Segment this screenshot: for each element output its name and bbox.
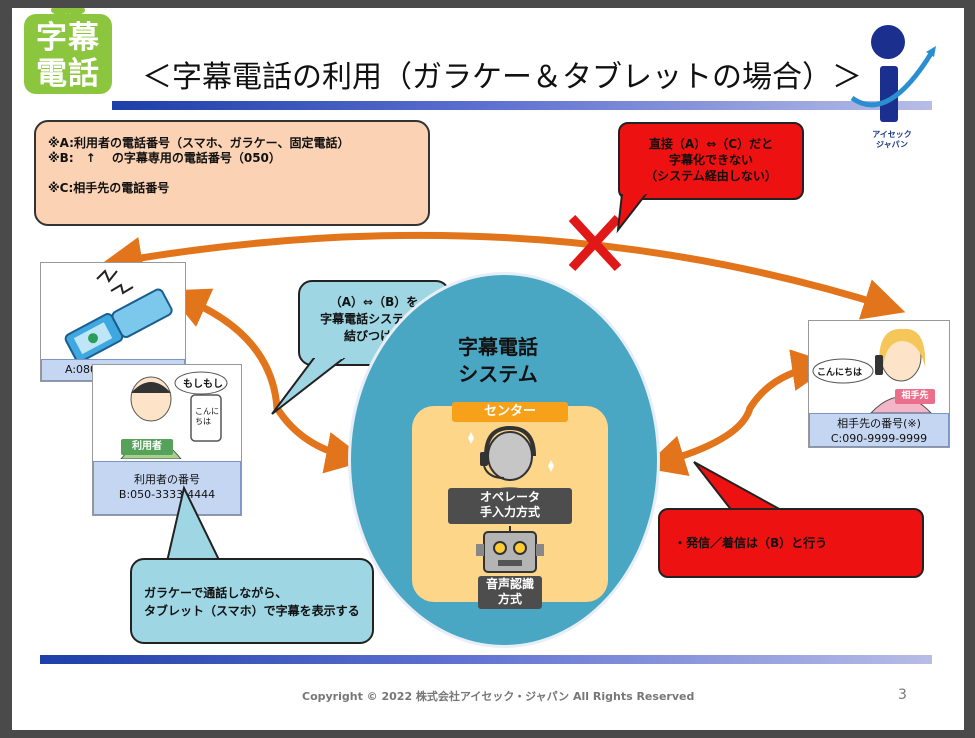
tablet-line1: ガラケーで通話しながら、 <box>144 586 288 600</box>
link-line1: （A）⇔（B）を <box>329 295 419 309</box>
user-badge: 利用者 <box>121 439 173 455</box>
link-balloon-pointer <box>271 358 346 415</box>
operator-icon <box>468 425 554 498</box>
warning-line2: 字幕化できない <box>668 153 753 167</box>
system-title-line2: システム <box>458 362 538 386</box>
note-b: ※B: ↑ の字幕専用の電話番号（050） <box>48 151 281 165</box>
tablet-line2: タブレット（スマホ）で字幕を表示する <box>144 604 360 618</box>
sprout-icon <box>51 8 85 24</box>
operator-line1: オペレータ <box>479 490 540 504</box>
warning-line3: （システム経由しない） <box>645 169 777 183</box>
brand-line1: アイセック <box>872 130 912 139</box>
user-speech: もしもし <box>183 379 223 390</box>
user-caption-line1: 利用者の番号 <box>134 473 200 486</box>
tablet-balloon: ガラケーで通話しながら、 タブレット（スマホ）で字幕を表示する <box>130 558 374 644</box>
app-logo: 字幕 電話 <box>24 14 112 94</box>
system-title: 字幕電話 システム <box>458 334 538 388</box>
direct-arrow <box>100 231 906 320</box>
user-card: もしもし こんにちは 利用者 利用者の番号 B:050-3333-4444 <box>92 364 242 516</box>
connection-arrows <box>100 214 906 476</box>
voice-line1: 音声認識 <box>485 577 534 591</box>
logo-line2: 電話 <box>36 56 100 92</box>
page-number: 3 <box>898 687 907 703</box>
brand-line2: ジャパン <box>876 140 908 149</box>
user-number-caption: 利用者の番号 B:050-3333-4444 <box>93 461 241 515</box>
system-title-line1: 字幕電話 <box>458 335 538 359</box>
partner-speech: こんにちは <box>817 368 863 378</box>
partner-caption-line2: C:090-9999-9999 <box>830 432 928 445</box>
tablet-text: こんにちは <box>195 407 219 426</box>
operator-label: オペレータ 手入力方式 <box>448 488 572 524</box>
legend-notes: ※A:利用者の電話番号（スマホ、ガラケー、固定電話） ※B: ↑ の字幕専用の電… <box>34 120 430 226</box>
logo-line1: 字幕 <box>36 20 100 56</box>
brand-logo-icon <box>850 25 936 122</box>
note-a: ※A:利用者の電話番号（スマホ、ガラケー、固定電話） <box>48 136 350 150</box>
warning-pointer <box>616 194 648 234</box>
page-title: ＜字幕電話の利用（ガラケー＆タブレットの場合）＞ <box>142 60 862 95</box>
flip-phone-icon <box>64 269 173 363</box>
direct-warning-callout: 直接（A）⇔（C）だと 字幕化できない （システム経由しない） <box>618 122 804 200</box>
partner-caption-line1: 相手先の番号(※) <box>837 417 921 430</box>
robot-icon <box>476 526 544 573</box>
slide: 字幕 電話 ＜字幕電話の利用（ガラケー＆タブレットの場合）＞ アイセック ジャパ… <box>12 8 964 730</box>
title-divider <box>112 101 932 110</box>
note-c: ※C:相手先の電話番号 <box>48 181 170 195</box>
copyright-text: Copyright © 2022 株式会社アイセック・ジャパン All Righ… <box>302 690 695 703</box>
phone-system-arrow <box>166 288 368 474</box>
brand-name: アイセック ジャパン <box>862 130 922 150</box>
tablet-balloon-pointer <box>164 485 224 567</box>
operator-line2: 手入力方式 <box>479 505 540 519</box>
cross-icon <box>568 214 622 272</box>
voice-recognition-label: 音声認識 方式 <box>478 576 542 609</box>
partner-card: こんにちは 相手先 相手先の番号(※) C:090-9999-9999 <box>808 320 950 448</box>
partner-badge: 相手先 <box>895 389 935 404</box>
partner-number-caption: 相手先の番号(※) C:090-9999-9999 <box>809 413 949 447</box>
footer-divider <box>40 655 932 664</box>
partner-illustration <box>812 328 933 414</box>
call-note-callout: ・発信／着信は（B）と行う <box>658 508 924 578</box>
warning-line1: 直接（A）⇔（C）だと <box>648 137 774 151</box>
partner-system-arrow <box>643 349 834 476</box>
center-label: センター <box>452 402 568 422</box>
voice-line2: 方式 <box>497 592 522 606</box>
user-caption-line2: B:050-3333-4444 <box>118 488 216 501</box>
